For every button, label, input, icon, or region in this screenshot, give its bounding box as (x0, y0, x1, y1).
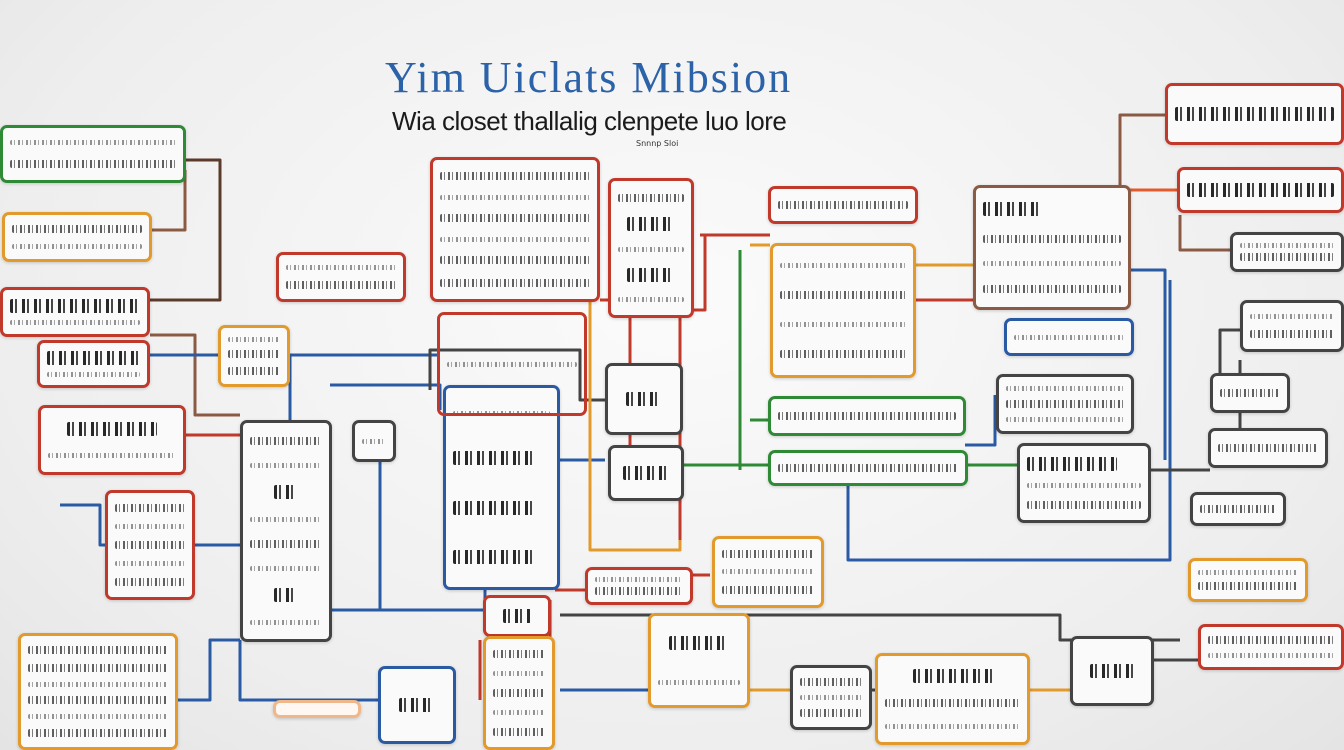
diagram-node (768, 396, 966, 436)
diagram-node (790, 665, 872, 730)
wire (1118, 113, 1165, 185)
diagram-node (1230, 232, 1344, 272)
diagram-node (2, 212, 152, 262)
diagram-node (276, 252, 406, 302)
diagram-node (1208, 428, 1328, 468)
diagram-node (1070, 636, 1154, 706)
diagram-node (973, 185, 1131, 310)
diagram-node (1198, 624, 1344, 670)
diagram-caption: Snnnp Sloi (636, 139, 679, 148)
diagram-node (218, 325, 290, 387)
diagram-node (430, 157, 600, 302)
diagram-node (770, 243, 916, 378)
wire (965, 395, 997, 447)
diagram-node (38, 405, 186, 475)
diagram-node (648, 613, 750, 708)
diagram-node (105, 490, 195, 600)
diagram-node (18, 633, 178, 750)
diagram-node (996, 374, 1134, 434)
diagram-node (240, 420, 332, 642)
wire (330, 383, 442, 410)
diagram-node (1004, 318, 1134, 356)
diagram-node (1188, 558, 1308, 602)
diagram-subtitle: Wia closet thallalig clenpete luo lore (392, 106, 787, 136)
diagram-node (1240, 300, 1344, 352)
diagram-node (768, 450, 968, 486)
diagram-node (1190, 492, 1286, 526)
diagram-node (1210, 373, 1290, 413)
diagram-node (1165, 83, 1344, 145)
diagram-node (768, 186, 918, 224)
diagram-node (273, 700, 361, 718)
wire (1178, 215, 1230, 252)
diagram-title: Yim Uiclats Mibsion (385, 53, 793, 102)
diagram-node (1017, 443, 1151, 523)
diagram-node (437, 312, 587, 416)
diagram-node (483, 636, 555, 750)
wire (238, 640, 380, 702)
diagram-node (378, 666, 456, 744)
diagram-node (712, 536, 824, 608)
wire (1130, 268, 1167, 460)
diagram-node (875, 653, 1030, 745)
diagram-node (608, 178, 694, 318)
diagram-node (585, 567, 693, 605)
diagram-node (0, 287, 150, 337)
diagram-node (352, 420, 396, 462)
diagram-node (608, 445, 684, 501)
diagram-node (1177, 167, 1344, 213)
diagram-node (483, 595, 551, 637)
diagram-node (605, 363, 683, 435)
diagram-node (0, 125, 186, 183)
wire (175, 638, 240, 702)
diagram-node (37, 340, 150, 388)
